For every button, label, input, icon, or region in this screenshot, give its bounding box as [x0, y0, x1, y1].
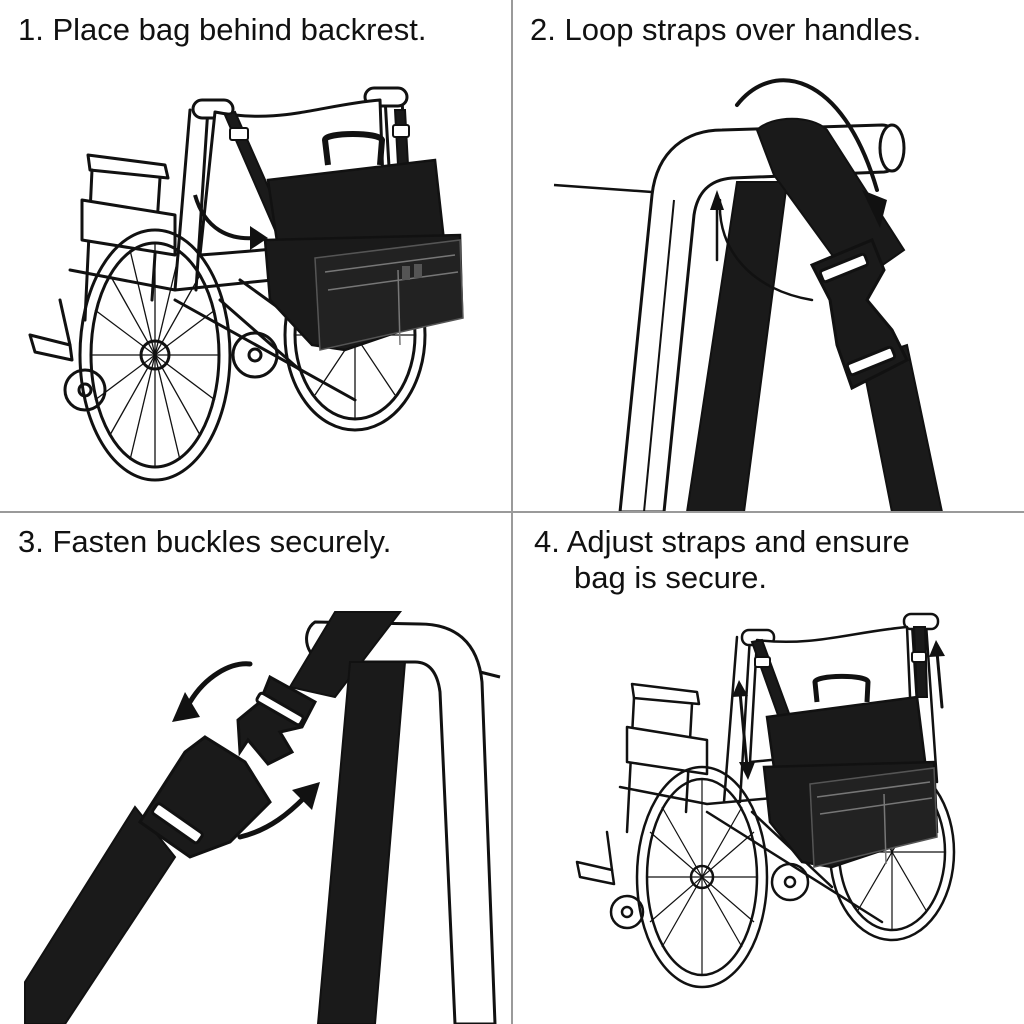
horizontal-divider: [0, 511, 1024, 513]
arrow-head-icon-up-right: [929, 640, 945, 657]
step-3-panel: 3. Fasten buckles securely.: [0, 512, 512, 1024]
handle-tube: [618, 123, 906, 512]
step-2-panel: 2. Loop straps over handles.: [512, 0, 1024, 512]
arrow-head-icon-2: [292, 782, 320, 810]
step-4-caption: 4. Adjust straps and ensure bag is secur…: [534, 524, 910, 596]
step-2-illustration: [553, 78, 944, 512]
arrow-head-icon-down-left: [739, 762, 755, 780]
bag-icon: [263, 131, 464, 352]
handle-tube: [305, 620, 501, 1024]
arrow-head-icon-small: [710, 190, 724, 210]
step-3-illustration: [24, 611, 501, 1024]
buckle-icon: [809, 238, 910, 391]
step-4-caption-line-1: 4. Adjust straps and ensure: [534, 524, 910, 559]
arrow-head-icon: [250, 226, 268, 250]
step-4-panel: 4. Adjust straps and ensure bag is secur…: [512, 512, 1024, 1024]
arrow-icon: [193, 194, 256, 241]
strap-icon: [750, 626, 929, 734]
step-1-caption: 1. Place bag behind backrest.: [18, 12, 427, 47]
step-1-panel: 1. Place bag behind backrest.: [0, 0, 512, 512]
arrow-icon: [738, 650, 944, 769]
arrow-head-icon-up-left: [732, 680, 748, 697]
step-4-caption-line-2: bag is secure.: [574, 560, 767, 595]
buckle-icon-female: [137, 735, 272, 859]
buckle-icon: [236, 674, 318, 766]
step-2-caption: 2. Loop straps over handles.: [530, 12, 922, 47]
step-1-illustration: [28, 86, 464, 482]
arrow-icon: [187, 661, 308, 840]
arrow-icon: [715, 78, 879, 302]
strap-icon: [24, 611, 407, 1024]
arrow-head-icon: [172, 692, 200, 722]
step-4-illustration: [575, 612, 956, 989]
arrow-head-icon: [862, 190, 887, 228]
step-3-caption: 3. Fasten buckles securely.: [18, 524, 392, 559]
bag-icon: [762, 673, 939, 869]
